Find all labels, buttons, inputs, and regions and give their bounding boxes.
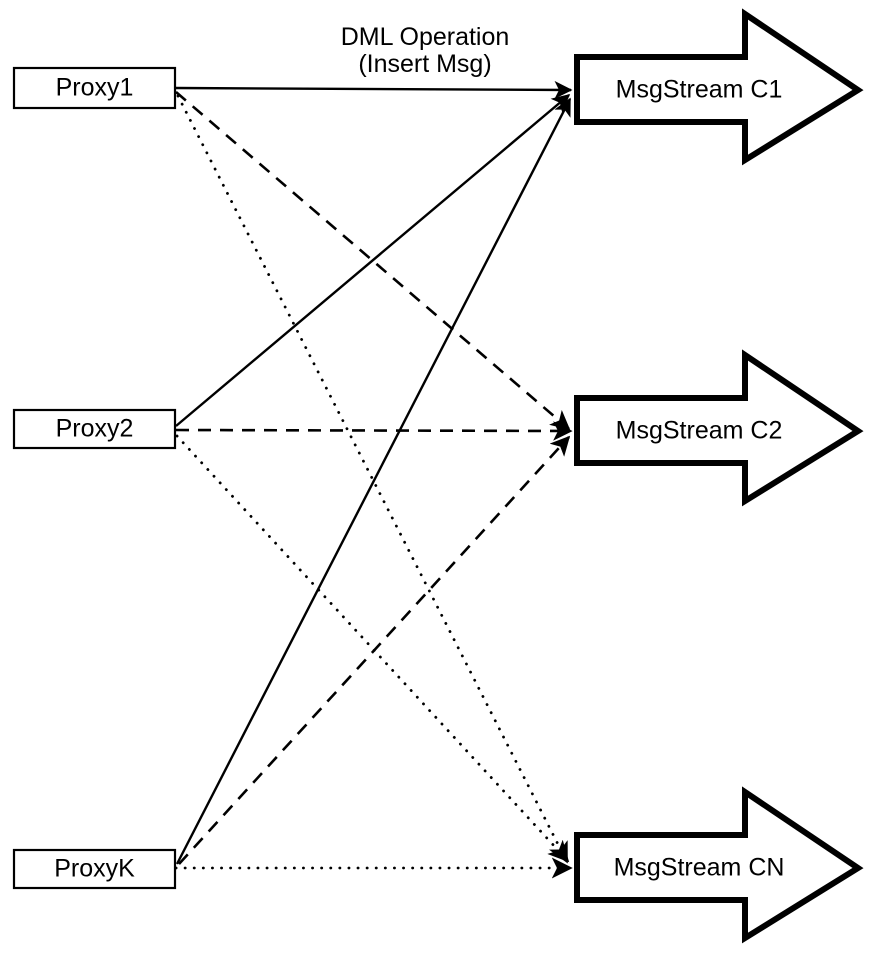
link-proxyk-c2 bbox=[178, 435, 571, 865]
link-proxy1-c1 bbox=[175, 80, 573, 99]
edge-caption-line1: DML Operation bbox=[341, 23, 510, 51]
stream-nodes-layer: MsgStream C1 MsgStream C2 MsgStream CN bbox=[574, 8, 864, 944]
proxy-nodes-layer: Proxy1 Proxy2 ProxyK bbox=[12, 66, 177, 890]
stream-arrow-shape-cn bbox=[574, 786, 864, 944]
link-proxy2-c1 bbox=[175, 94, 571, 427]
proxy-label-proxyk: ProxyK bbox=[54, 855, 135, 883]
stream-node-c1[interactable]: MsgStream C1 bbox=[574, 8, 864, 166]
proxy-box-proxy1 bbox=[12, 66, 177, 110]
stream-label-cn: MsgStream CN bbox=[614, 854, 785, 882]
proxy-label-proxy2: Proxy2 bbox=[56, 415, 134, 443]
link-proxy2-cn bbox=[175, 434, 570, 863]
stream-label-c2: MsgStream C2 bbox=[616, 417, 783, 445]
link-proxyk-c1 bbox=[175, 97, 572, 865]
edge-caption-line2: (Insert Msg) bbox=[358, 50, 491, 78]
proxy-node-proxy2[interactable]: Proxy2 bbox=[12, 408, 177, 450]
links-layer bbox=[174, 80, 573, 879]
proxy-node-proxy1[interactable]: Proxy1 bbox=[12, 66, 177, 110]
proxy-box-proxyk bbox=[12, 848, 177, 890]
stream-arrow-shape-c2 bbox=[574, 349, 864, 507]
stream-arrow-shape-c1 bbox=[574, 8, 864, 166]
proxy-label-proxy1: Proxy1 bbox=[56, 74, 134, 102]
link-proxy2-c2 bbox=[175, 421, 573, 441]
stream-node-cn[interactable]: MsgStream CN bbox=[574, 786, 864, 944]
proxy-node-proxyk[interactable]: ProxyK bbox=[12, 848, 177, 890]
proxy-box-proxy2 bbox=[12, 408, 177, 450]
stream-node-c2[interactable]: MsgStream C2 bbox=[574, 349, 864, 507]
edge-caption: DML Operation (Insert Msg) bbox=[341, 23, 510, 78]
stream-label-c1: MsgStream C1 bbox=[616, 76, 783, 104]
